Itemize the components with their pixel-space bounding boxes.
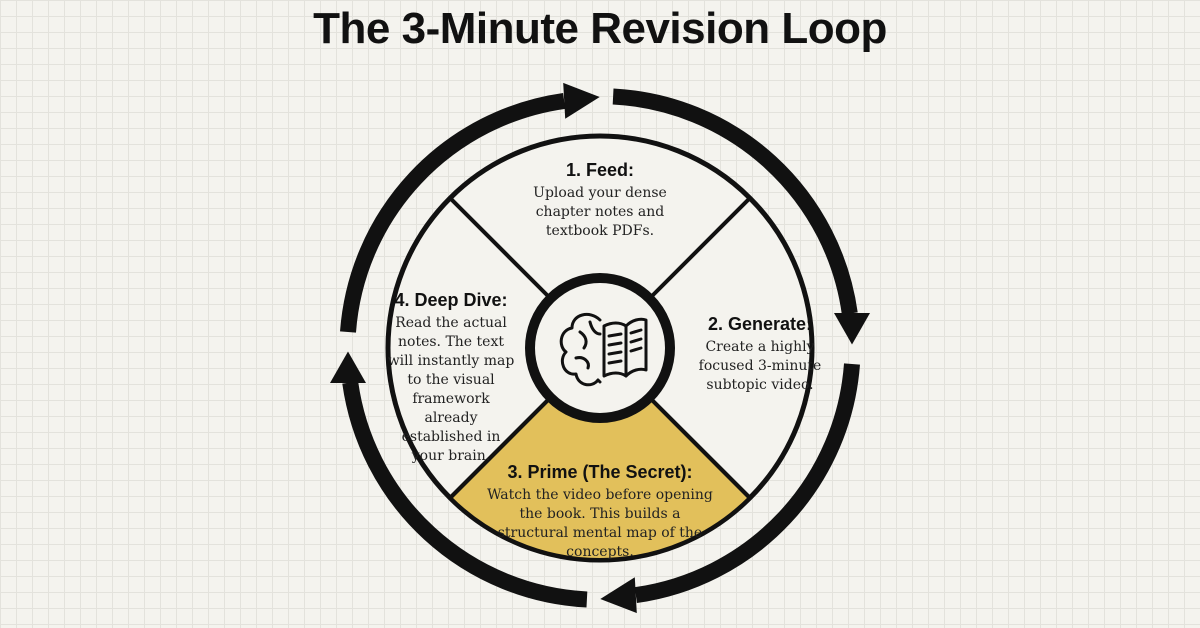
arrowhead-right [834, 313, 870, 345]
arrow-left-to-top [340, 92, 566, 333]
segment-prime-highlight [447, 395, 753, 562]
step-deep-dive-description: Read the actual notes. The text will ins… [387, 315, 515, 464]
arrow-top-to-right [612, 88, 858, 315]
arrowhead-left [330, 351, 366, 383]
brain-outline [559, 312, 602, 387]
divider-top-left [448, 196, 552, 300]
step-feed-description: Upload your dense chapter notes and text… [533, 185, 667, 239]
step-prime-description: Watch the video before opening the book.… [487, 487, 713, 560]
segment-dividers [448, 196, 752, 500]
wheel-hub [525, 273, 675, 423]
book-right-page [624, 317, 648, 378]
arrowhead-bottom [600, 577, 637, 614]
book-lines [607, 328, 643, 365]
divider-bottom-left [448, 396, 552, 500]
step-generate-heading: 2. Generate: [707, 314, 813, 334]
step-generate: 2. Generate: Create a highly focused 3-m… [680, 314, 840, 395]
arrow-bottom-to-left [342, 381, 588, 608]
divider-top-right [648, 196, 752, 300]
brain-book-icon [559, 312, 648, 387]
divider-bottom-right [648, 396, 752, 500]
diagram-title: The 3-Minute Revision Loop [313, 4, 887, 53]
arrowhead-top [563, 82, 600, 119]
arrow-heads [330, 82, 870, 614]
step-deep-dive-heading: 4. Deep Dive: [394, 290, 508, 310]
step-feed: 1. Feed: Upload your dense chapter notes… [500, 160, 700, 241]
arrow-right-to-bottom [634, 363, 860, 604]
step-prime: 3. Prime (The Secret): Watch the video b… [478, 462, 722, 562]
step-generate-description: Create a highly focused 3-minute subtopi… [698, 339, 822, 393]
brain-folds [574, 320, 602, 370]
step-feed-heading: 1. Feed: [565, 160, 635, 180]
step-deep-dive: 4. Deep Dive: Read the actual notes. The… [370, 290, 532, 466]
cycle-arrows [340, 88, 860, 608]
step-prime-heading: 3. Prime (The Secret): [507, 462, 693, 482]
